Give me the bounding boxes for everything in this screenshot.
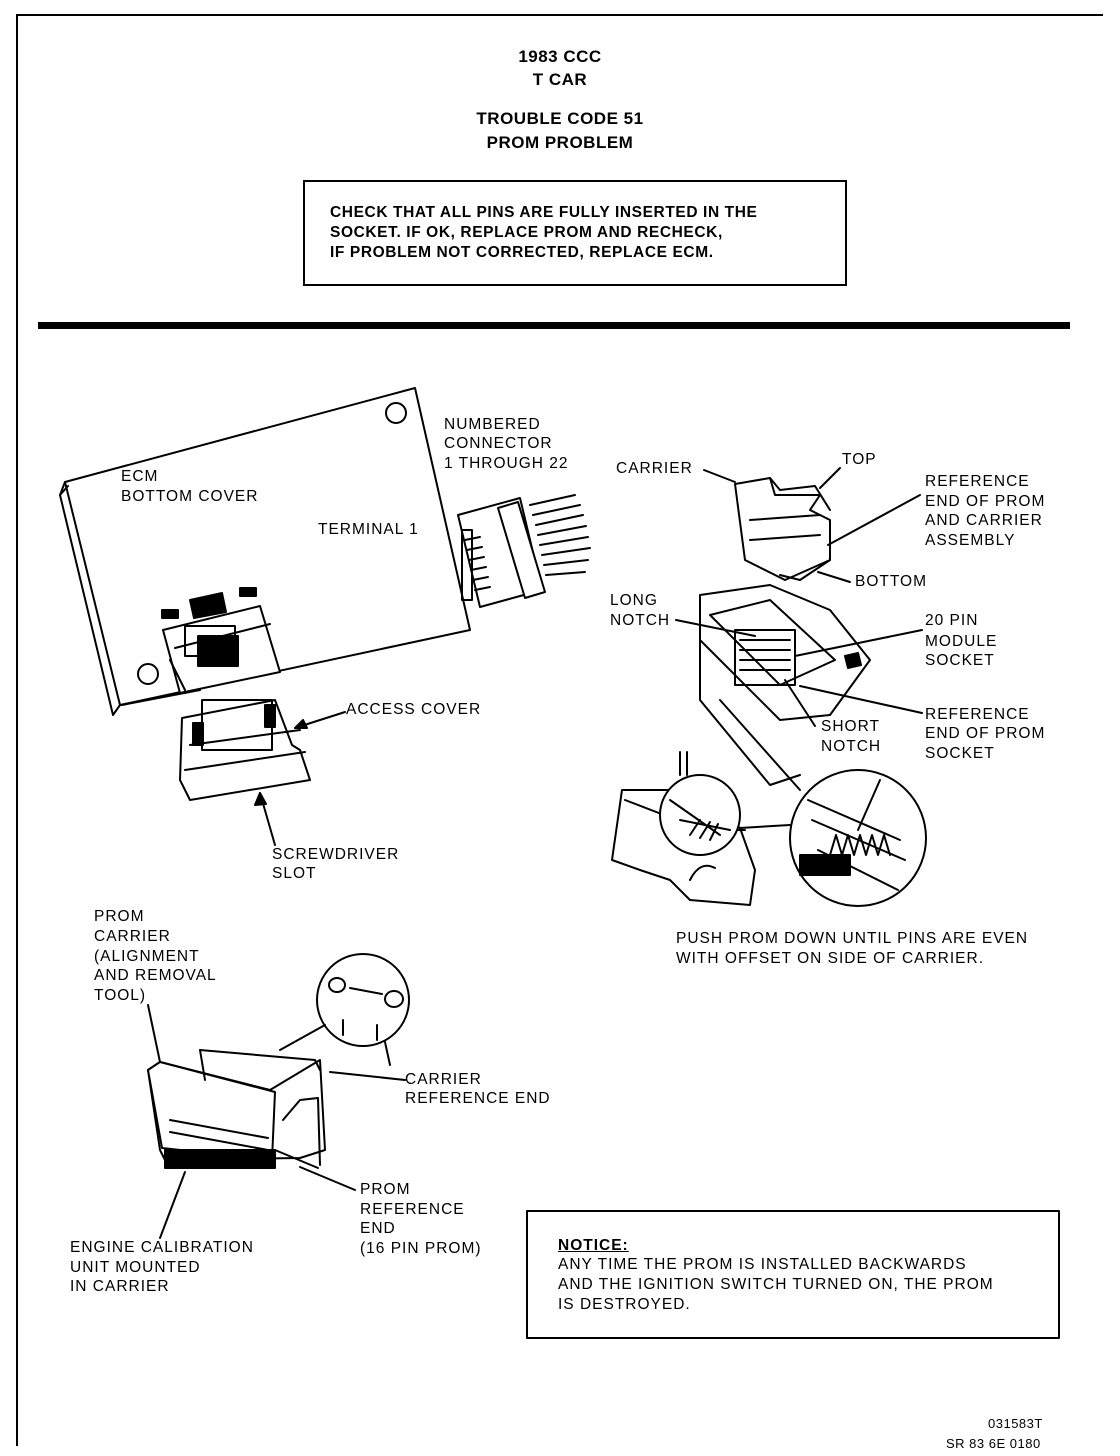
header-car: T CAR: [532, 70, 588, 89]
short-notch-leader: [784, 679, 816, 727]
carrier-ref-leader-2: [384, 1041, 391, 1066]
instruction-box: [303, 180, 847, 286]
ref-socket-leader: [799, 685, 923, 714]
short-notch-label: NOTCH: [821, 738, 882, 755]
access-cover-label: ACCESS COVER: [346, 701, 482, 718]
bottom-leader: [817, 571, 851, 583]
push-line-1: PUSH PROM DOWN UNTIL PINS ARE EVEN: [676, 930, 1029, 947]
prom-ref-label-4: (16 PIN PROM): [360, 1240, 482, 1257]
engine-cal-leader: [159, 1171, 186, 1239]
bottom-label: BOTTOM: [855, 573, 928, 590]
carrier-label: CARRIER: [616, 460, 693, 477]
page-border: [16, 14, 1103, 1446]
connector-label: CONNECTOR: [444, 435, 553, 452]
top-leader: [819, 467, 841, 489]
section-divider: [38, 322, 1070, 329]
carrier-leader: [703, 469, 736, 483]
push-line-2: WITH OFFSET ON SIDE OF CARRIER.: [676, 950, 985, 967]
footer-code-2: SR 83 6E 0180: [946, 1436, 1041, 1451]
ecm-label: ECM: [121, 468, 159, 485]
ref-end-label-1: REFERENCE: [925, 473, 1030, 490]
prom-carrier-label-1: PROM: [94, 908, 145, 925]
instruction-line-1: CHECK THAT ALL PINS ARE FULLY INSERTED I…: [330, 204, 758, 221]
module-socket-illustration: [699, 584, 871, 791]
push-prom-illustration: [611, 751, 927, 907]
prom-ref-label-3: END: [360, 1220, 396, 1237]
prom-carrier-illustration: [147, 953, 410, 1169]
carrier-circle-leader: [279, 1024, 326, 1051]
prom-carrier-label-4: AND REMOVAL: [94, 967, 217, 984]
long-notch-label: NOTCH: [610, 612, 671, 629]
engine-cal-label-1: ENGINE CALIBRATION: [70, 1239, 254, 1256]
carrier-illustration: [734, 477, 831, 581]
prom-carrier-label-5: TOOL): [94, 987, 147, 1004]
carrier-ref-leader: [329, 1071, 406, 1081]
instruction-line-3: IF PROBLEM NOT CORRECTED, REPLACE ECM.: [330, 244, 714, 261]
terminal-1-label: TERMINAL 1: [318, 521, 419, 538]
notice-box: [526, 1210, 1060, 1339]
prom-carrier-label-3: (ALIGNMENT: [94, 948, 200, 965]
pin20-label-1: 20 PIN: [925, 612, 979, 629]
pin20-leader: [794, 629, 923, 657]
engine-cal-label-3: IN CARRIER: [70, 1278, 170, 1295]
numbered-connector-illustration: [457, 494, 591, 608]
range-label: 1 THROUGH 22: [444, 455, 569, 472]
ref-end-leader: [827, 494, 921, 546]
notice-title: NOTICE:: [558, 1237, 629, 1254]
long-label: LONG: [610, 592, 658, 609]
prom-carrier-leader: [147, 1004, 161, 1063]
notice-line-3: IS DESTROYED.: [558, 1296, 691, 1313]
pin20-label-3: SOCKET: [925, 652, 995, 669]
screwdriver-label: SCREWDRIVER: [272, 846, 400, 863]
numbered-label: NUMBERED: [444, 416, 541, 433]
footer-code-1: 031583T: [988, 1416, 1043, 1431]
carrier-ref-label-2: REFERENCE END: [405, 1090, 551, 1107]
carrier-ref-label-1: CARRIER: [405, 1071, 482, 1088]
notice-line-1: ANY TIME THE PROM IS INSTALLED BACKWARDS: [558, 1256, 967, 1273]
prom-ref-leader: [299, 1166, 356, 1191]
ref-end-label-2: END OF PROM: [925, 493, 1046, 510]
short-label: SHORT: [821, 718, 880, 735]
prom-ref-label-1: PROM: [360, 1181, 411, 1198]
ref-end-label-4: ASSEMBLY: [925, 532, 1016, 549]
ecm-bottom-cover-label: BOTTOM COVER: [121, 488, 259, 505]
access-cover-illustration: [179, 699, 311, 801]
prom-carrier-label-2: CARRIER: [94, 928, 171, 945]
ref-socket-label-1: REFERENCE: [925, 706, 1030, 723]
slot-label: SLOT: [272, 865, 317, 882]
pin20-label-2: MODULE: [925, 633, 998, 650]
ref-socket-label-2: END OF PROM: [925, 725, 1046, 742]
header-code: TROUBLE CODE 51: [476, 109, 644, 128]
instruction-line-2: SOCKET. IF OK, REPLACE PROM AND RECHECK,: [330, 224, 723, 241]
long-notch-leader: [675, 619, 756, 637]
notice-line-2: AND THE IGNITION SWITCH TURNED ON, THE P…: [558, 1276, 994, 1293]
header-problem: PROM PROBLEM: [486, 133, 634, 152]
top-label: TOP: [842, 451, 877, 468]
header-year: 1983 CCC: [518, 47, 602, 66]
ecm-bottom-cover-illustration: [59, 387, 471, 716]
ref-end-label-3: AND CARRIER: [925, 512, 1043, 529]
ref-socket-label-3: SOCKET: [925, 745, 995, 762]
engine-cal-label-2: UNIT MOUNTED: [70, 1259, 201, 1276]
prom-ref-label-2: REFERENCE: [360, 1201, 465, 1218]
